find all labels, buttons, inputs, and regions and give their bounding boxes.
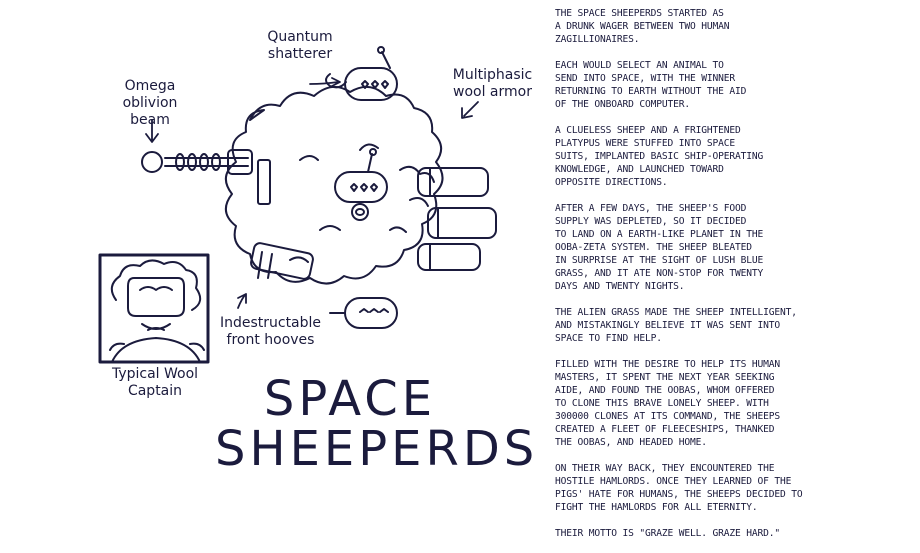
- story-motto: THEIR MOTTO IS "GRAZE WELL. GRAZE HARD.": [555, 528, 781, 539]
- label-captain: Typical Wool Captain: [111, 366, 199, 399]
- title-line-1: SPACE: [263, 371, 437, 427]
- oblivion-beam: [141, 149, 253, 175]
- captain-portrait: [98, 253, 210, 364]
- label-quantum-shatterer: Quantum shatterer: [267, 29, 333, 62]
- label-omega-beam: Omega oblivion beam: [122, 78, 178, 128]
- story-paragraph: AFTER A FEW DAYS, THE SHEEP'S FOOD SUPPL…: [555, 203, 764, 292]
- story-paragraph: ON THEIR WAY BACK, THEY ENCOUNTERED THE …: [555, 463, 803, 513]
- rear-legs: [417, 167, 497, 271]
- label-wool-armor: Multiphasic wool armor: [452, 67, 533, 100]
- middle-pod: [334, 148, 388, 221]
- story-paragraph: THE SPACE SHEEPERDS STARTED AS A DRUNK W…: [555, 8, 730, 45]
- bottom-pod: [329, 297, 398, 329]
- story-paragraph: FILLED WITH THE DESIRE TO HELP ITS HUMAN…: [555, 359, 781, 448]
- story-text: THE SPACE SHEEPERDS STARTED AS A DRUNK W…: [555, 7, 915, 553]
- title-line-2: SHEEPERDS: [215, 421, 539, 477]
- wool-body: [225, 85, 444, 285]
- label-front-hooves: Indestructable front hooves: [219, 315, 322, 348]
- hatch-panel: [257, 159, 271, 205]
- quantum-shatterer-pod: [325, 46, 398, 101]
- front-hooves: [250, 242, 314, 280]
- fleeceship-illustration: [98, 46, 497, 364]
- story-paragraph: THE ALIEN GRASS MADE THE SHEEP INTELLIGE…: [555, 307, 797, 344]
- story-paragraph: A CLUELESS SHEEP AND A FRIGHTENED PLATYP…: [555, 125, 764, 188]
- annotation-arrows: [145, 77, 479, 309]
- story-paragraph: EACH WOULD SELECT AN ANIMAL TO SEND INTO…: [555, 60, 747, 110]
